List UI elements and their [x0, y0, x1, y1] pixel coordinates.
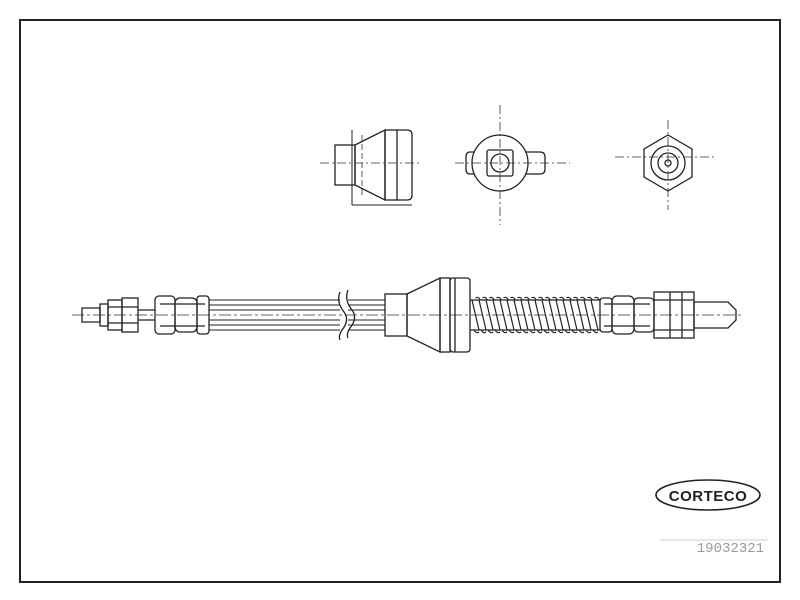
spring-coil-top [566, 296, 572, 301]
spring-coil-top [580, 296, 586, 301]
bracket-fitting [384, 276, 471, 354]
left-ferrule [154, 295, 210, 335]
spring-coil-top [594, 296, 600, 301]
fitting-side-view [334, 128, 413, 206]
spring-coil [471, 299, 480, 331]
spring-coil-bottom [585, 329, 592, 334]
spring-coil-bottom [564, 329, 571, 334]
spring-coil [541, 299, 550, 331]
spring-coil [527, 299, 536, 331]
part-number: 19032321 [697, 541, 764, 557]
spring-coil-top [531, 296, 537, 301]
spring-coil-bottom [487, 329, 494, 334]
spring-coil [478, 299, 487, 331]
hose-body [209, 289, 385, 341]
spring-coil [534, 299, 543, 331]
spring-coil-top [538, 296, 544, 301]
spring-coil [576, 299, 585, 331]
spring-coil-bottom [522, 329, 529, 334]
spring-coil [555, 299, 564, 331]
spring-coil-bottom [578, 329, 585, 334]
spring-coil [583, 299, 592, 331]
spring-coil [569, 299, 578, 331]
spring-coil-bottom [592, 329, 599, 334]
spring-coil-bottom [529, 329, 536, 334]
spring-coil-bottom [501, 329, 508, 334]
logo-text: CORTECO [669, 488, 748, 505]
spring-coil [590, 299, 599, 331]
spring-coil-bottom [557, 329, 564, 334]
left-tube-end [81, 297, 155, 333]
spring-coil-bottom [508, 329, 515, 334]
spring-coil-bottom [550, 329, 557, 334]
spring-coil [499, 299, 508, 331]
spring-coil [548, 299, 557, 331]
spring-coil-bottom [473, 329, 480, 334]
drawing-frame [19, 19, 781, 583]
spring-coil-top [524, 296, 530, 301]
spring-coil-top [475, 296, 481, 301]
spring-coil [506, 299, 515, 331]
spring-coil-bottom [480, 329, 487, 334]
spring-coil [513, 299, 522, 331]
spring-coil-top [510, 296, 516, 301]
spring-coil-top [559, 296, 565, 301]
spring-coil-top [552, 296, 558, 301]
spring-coil-bottom [536, 329, 543, 334]
spring-guard [470, 296, 600, 334]
corteco-logo: CORTECO [655, 479, 761, 511]
spring-coil-top [482, 296, 488, 301]
spring-coil [520, 299, 529, 331]
spring-coil-top [489, 296, 495, 301]
spring-coil-top [573, 296, 579, 301]
spring-coil [562, 299, 571, 331]
spring-coil [492, 299, 501, 331]
spring-coil-top [587, 296, 593, 301]
spring-coil-top [503, 296, 509, 301]
spring-coil-top [517, 296, 523, 301]
spring-coil-top [496, 296, 502, 301]
spring-coil-bottom [494, 329, 501, 334]
spring-coil-bottom [571, 329, 578, 334]
spring-coil-top [545, 296, 551, 301]
spring-coil [485, 299, 494, 331]
spring-coil-bottom [543, 329, 550, 334]
spring-coil-bottom [515, 329, 522, 334]
right-hex-nut [653, 291, 737, 339]
